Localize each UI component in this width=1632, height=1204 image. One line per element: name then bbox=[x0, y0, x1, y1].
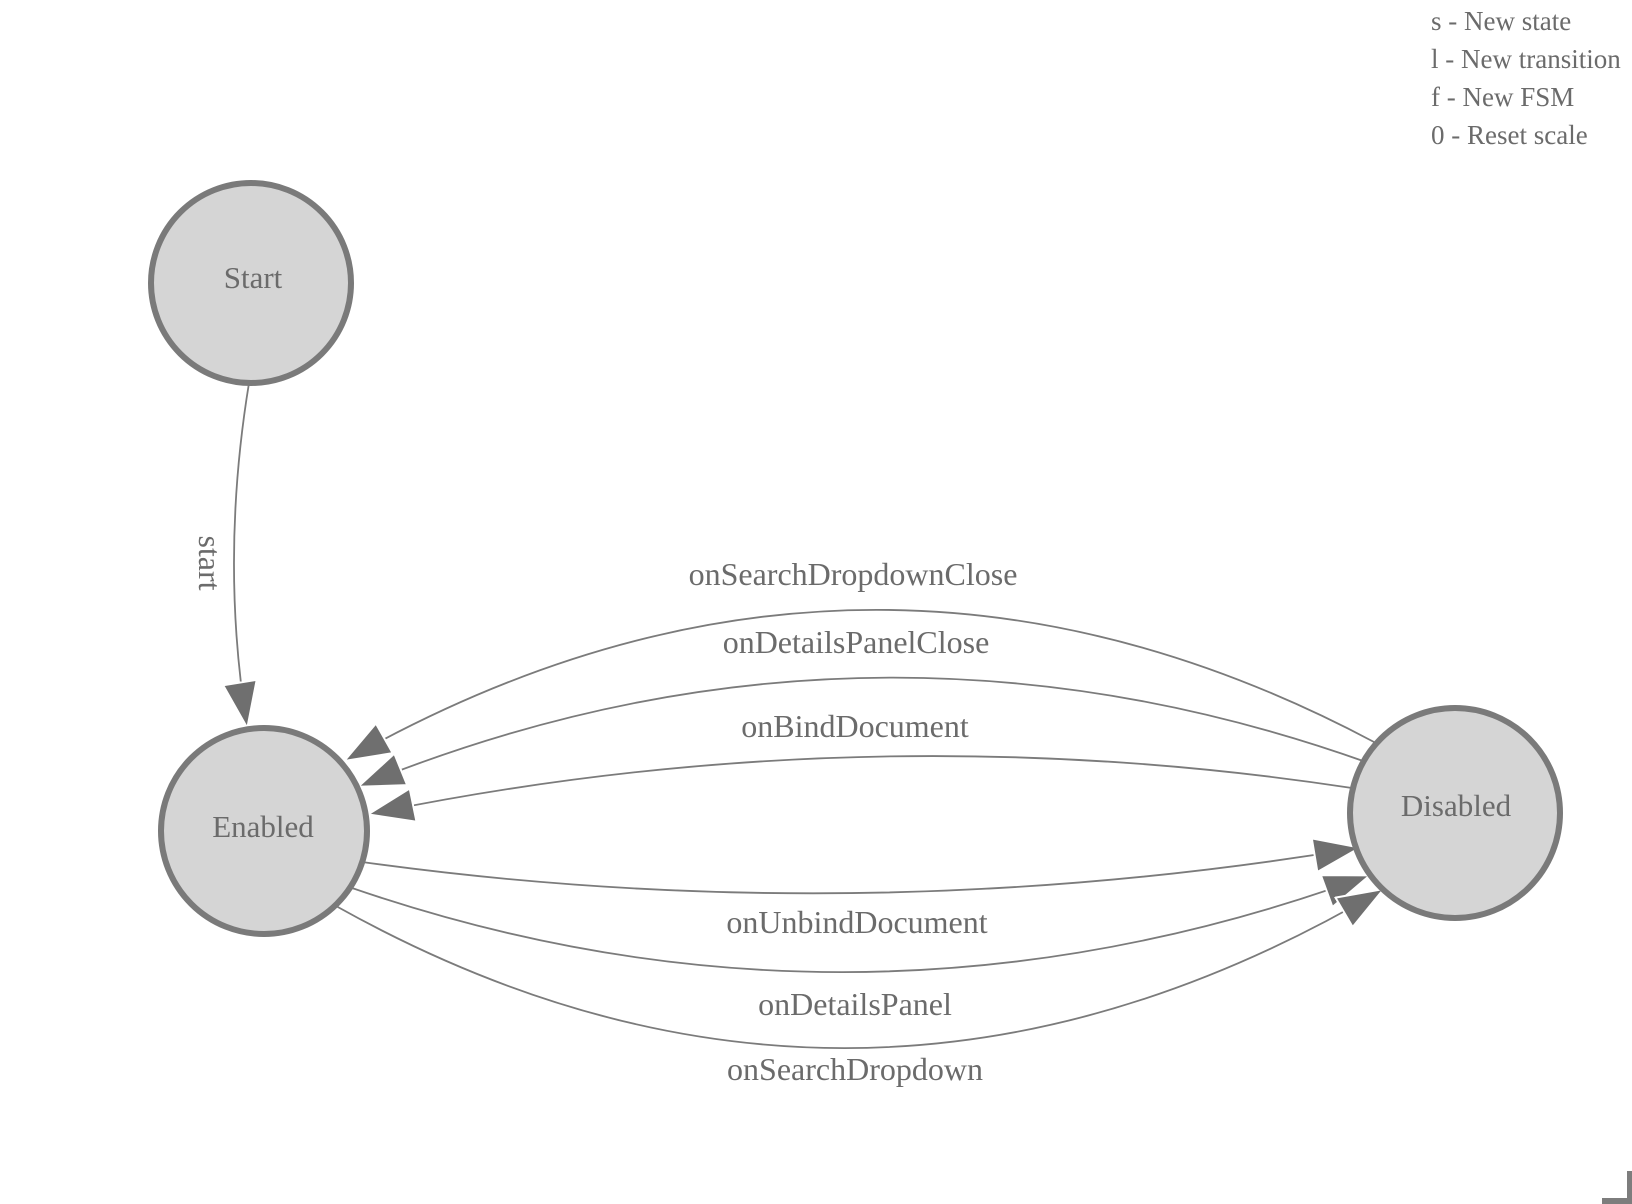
state-node-disabled[interactable]: Disabled bbox=[1347, 705, 1563, 921]
shortcut-legend: s - New state l - New transition f - New… bbox=[1431, 2, 1621, 154]
transition-label-onSearchDropdown[interactable]: onSearchDropdown bbox=[727, 1051, 983, 1087]
transition-path-onSearchDropdownClose[interactable] bbox=[346, 609, 1375, 760]
canvas-corner-mark bbox=[1602, 1171, 1632, 1204]
state-label-disabled: Disabled bbox=[1401, 788, 1512, 823]
transition-path-onDetailsPanel[interactable] bbox=[351, 876, 1368, 973]
shortcut-hint-new-transition: l - New transition bbox=[1431, 44, 1621, 74]
transition-label-onDetailsPanel[interactable]: onDetailsPanel bbox=[758, 986, 952, 1022]
transition-path-onUnbindDocument[interactable] bbox=[361, 848, 1358, 895]
transitions-layer bbox=[234, 382, 1382, 1049]
state-circle-start[interactable] bbox=[148, 180, 354, 386]
transition-path-onSearchDropdown[interactable] bbox=[335, 890, 1382, 1049]
transition-labels-layer: start onSearchDropdownClose onDetailsPan… bbox=[192, 535, 1017, 1087]
transition-label-start[interactable]: start bbox=[192, 535, 228, 590]
shortcut-hint-new-fsm: f - New FSM bbox=[1431, 82, 1575, 112]
state-label-enabled: Enabled bbox=[212, 809, 314, 844]
transition-label-onDetailsPanelClose[interactable]: onDetailsPanelClose bbox=[723, 624, 990, 660]
transition-label-onSearchDropdownClose[interactable]: onSearchDropdownClose bbox=[689, 556, 1018, 592]
state-circle-enabled[interactable] bbox=[158, 725, 370, 937]
transition-path-onDetailsPanelClose[interactable] bbox=[360, 676, 1367, 786]
shortcut-hint-reset-scale: 0 - Reset scale bbox=[1431, 120, 1588, 150]
state-label-start: Start bbox=[224, 260, 283, 295]
transition-path-start[interactable] bbox=[234, 382, 249, 726]
transition-label-onUnbindDocument[interactable]: onUnbindDocument bbox=[726, 904, 987, 940]
state-circle-disabled[interactable] bbox=[1347, 705, 1563, 921]
state-node-start[interactable]: Start bbox=[148, 180, 354, 386]
state-node-enabled[interactable]: Enabled bbox=[158, 725, 370, 937]
transition-path-onBindDocument[interactable] bbox=[370, 755, 1353, 814]
shortcut-hint-new-state: s - New state bbox=[1431, 6, 1572, 36]
transition-label-onBindDocument[interactable]: onBindDocument bbox=[741, 708, 969, 744]
